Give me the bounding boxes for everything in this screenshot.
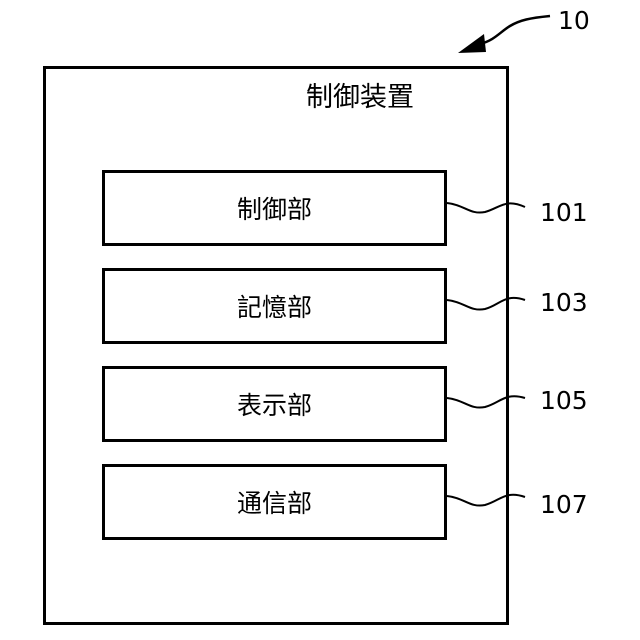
unit-box-communication: 通信部 <box>102 464 447 540</box>
unit-box-storage: 記憶部 <box>102 268 447 344</box>
unit-ref-number-display: 105 <box>540 386 588 416</box>
device-ref-number: 10 <box>558 6 590 36</box>
unit-ref-number-storage: 103 <box>540 288 588 318</box>
device-title: 制御装置 <box>306 80 414 116</box>
unit-label-display: 表示部 <box>237 386 312 422</box>
unit-ref-number-communication: 107 <box>540 490 588 520</box>
control-device-box <box>43 66 509 625</box>
unit-box-control: 制御部 <box>102 170 447 246</box>
device-ref-arrow-line <box>480 16 550 44</box>
unit-label-control: 制御部 <box>237 190 312 226</box>
unit-box-display: 表示部 <box>102 366 447 442</box>
unit-label-storage: 記憶部 <box>237 288 312 324</box>
unit-ref-number-control: 101 <box>540 198 588 228</box>
unit-label-communication: 通信部 <box>237 484 312 520</box>
device-ref-arrowhead <box>458 34 486 53</box>
